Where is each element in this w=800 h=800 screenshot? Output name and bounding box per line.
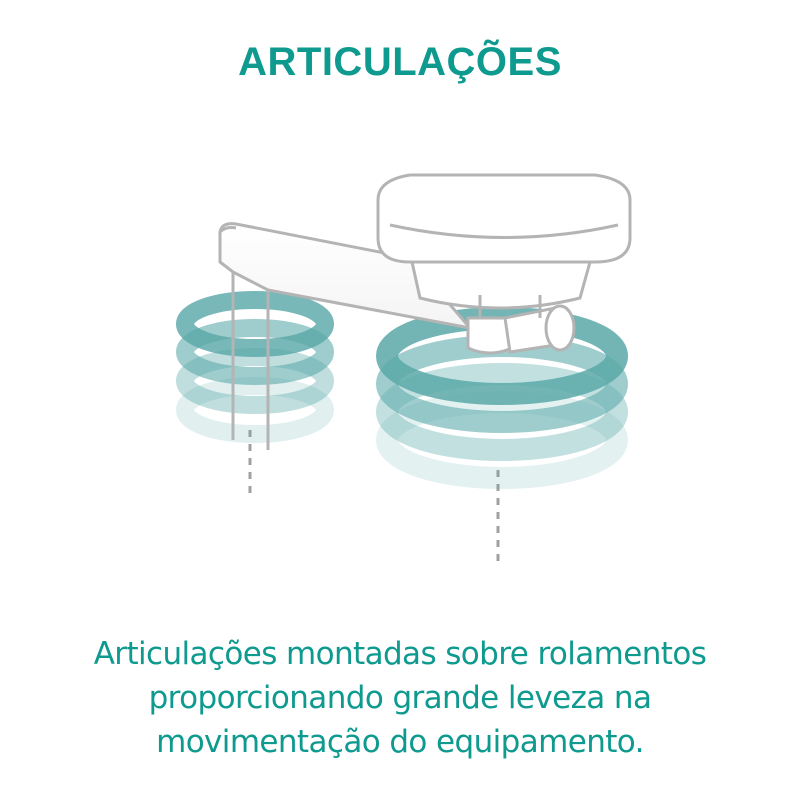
caption-line-1: Articulações montadas sobre rolamentos bbox=[93, 636, 707, 672]
side-knob bbox=[503, 304, 576, 354]
caption: Articulações montadas sobre rolamentos p… bbox=[20, 632, 780, 764]
left-bearing-rings bbox=[176, 291, 334, 443]
left-shaft bbox=[231, 272, 270, 450]
lamp-head bbox=[376, 173, 632, 355]
caption-line-2: proporcionando grande leveza na bbox=[148, 680, 652, 716]
connector-collar bbox=[478, 295, 542, 318]
caption-line-3: movimentação do equipamento. bbox=[156, 724, 644, 760]
rotation-axis-lines bbox=[248, 430, 500, 565]
page-title: ARTICULAÇÕES bbox=[238, 40, 562, 84]
